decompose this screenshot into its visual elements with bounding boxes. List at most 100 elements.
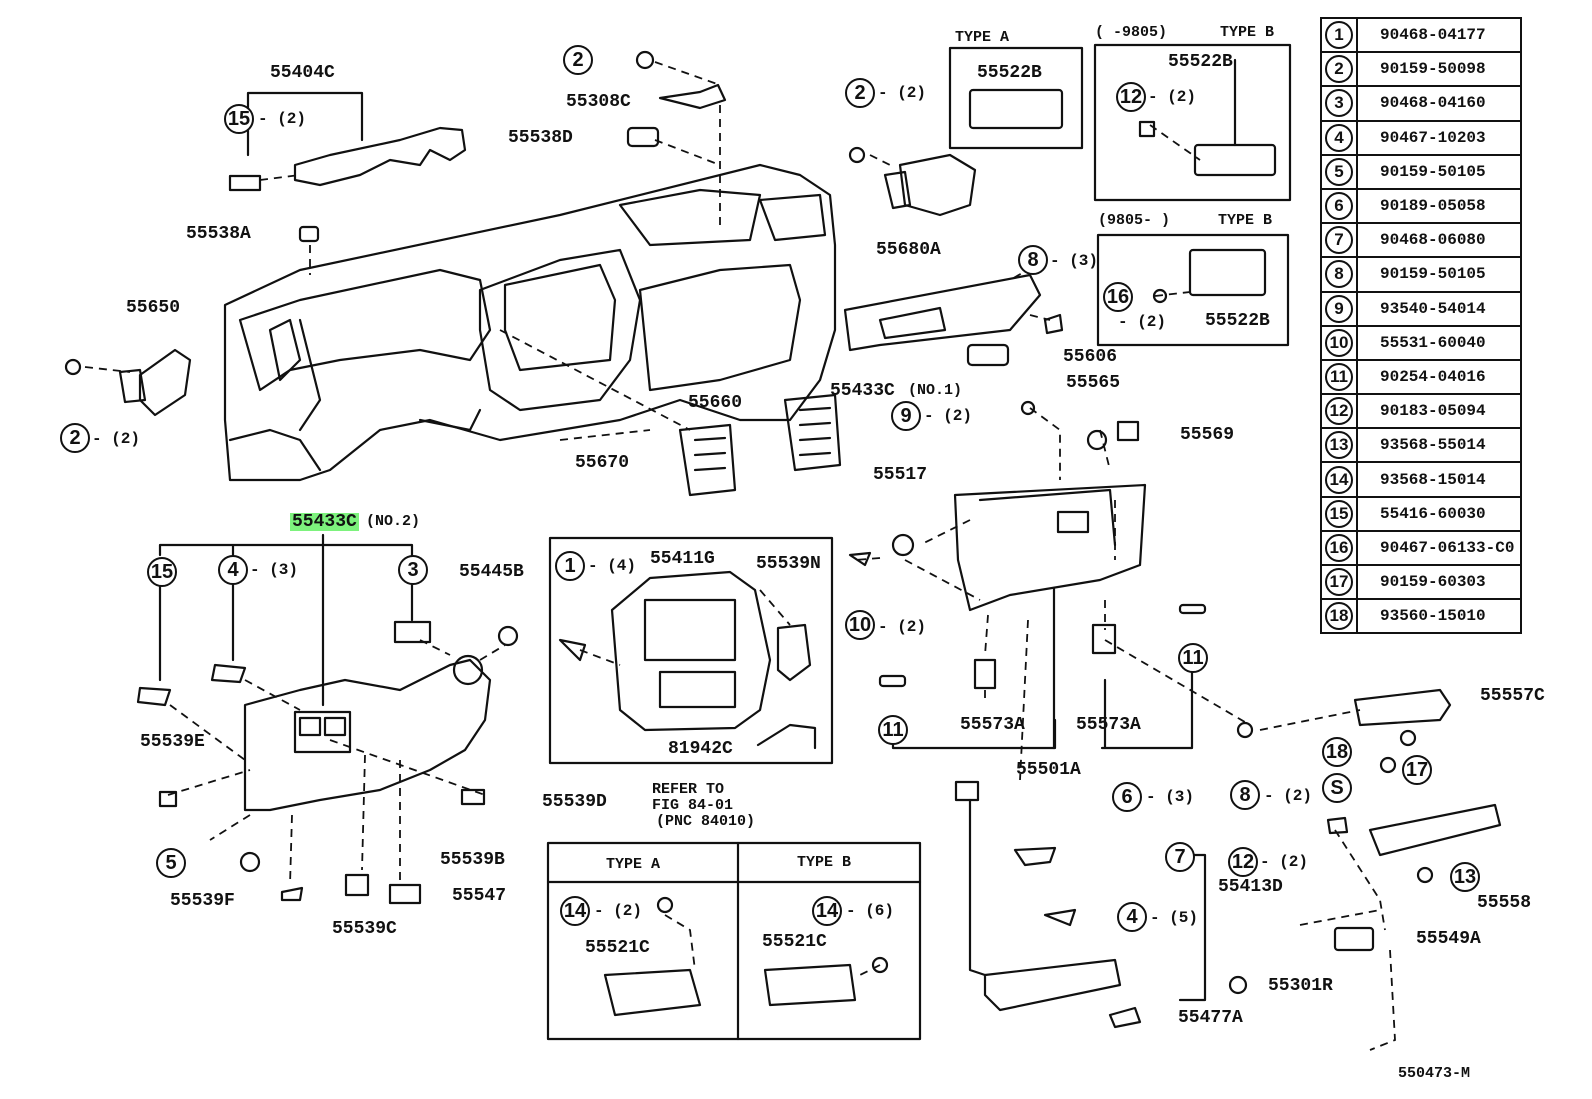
diagram-code: 550473-M xyxy=(1398,1065,1471,1082)
label-55404C: 55404C xyxy=(270,63,335,83)
parts-table-number-cell: 11 xyxy=(1320,358,1358,396)
parts-table-number: 2 xyxy=(1325,55,1353,84)
parts-table-part-number: 90468-04177 xyxy=(1356,16,1522,54)
parts-table-part-number: 90159-50105 xyxy=(1356,153,1522,190)
callout-s: S xyxy=(1322,773,1352,803)
instrument-panel-outline xyxy=(223,163,837,482)
label-55660: 55660 xyxy=(688,393,743,413)
callout-18: 18 xyxy=(1322,737,1352,767)
qty-16: - (2) xyxy=(1118,313,1167,331)
parts-table-number-cell: 1 xyxy=(1320,16,1358,54)
qty-9: - (2) xyxy=(924,407,973,425)
callout-5: 5 xyxy=(156,848,186,878)
qty-12-top: - (2) xyxy=(1148,88,1197,106)
parts-table-number: 13 xyxy=(1325,431,1353,460)
label-55517: 55517 xyxy=(873,465,928,485)
parts-table-number-cell: 6 xyxy=(1320,187,1358,225)
label-55549A: 55549A xyxy=(1416,929,1481,949)
qty-8-top: - (3) xyxy=(1050,252,1099,270)
parts-table-part-number: 55416-60030 xyxy=(1356,495,1522,532)
parts-table-part-number: 90468-04160 xyxy=(1356,85,1522,122)
callout-14-type-a: 14 xyxy=(560,896,590,926)
refer-note-line-3: (PNC 84010) xyxy=(656,813,756,830)
type-ab-pocket-box xyxy=(546,841,922,1041)
callout-12-lower: 12 xyxy=(1228,847,1258,877)
header-type-a-bottom: TYPE A xyxy=(606,856,661,873)
header-type-b-top: TYPE B xyxy=(1220,24,1275,41)
qty-4-lower: - (3) xyxy=(250,561,299,579)
parts-table-number: 9 xyxy=(1325,294,1353,323)
label-55521C-type-b: 55521C xyxy=(762,932,827,952)
parts-table-number: 6 xyxy=(1325,192,1353,221)
header-type-b-mid-range: (9805- ) xyxy=(1098,212,1171,229)
header-type-a-top: TYPE A xyxy=(955,29,1010,46)
callout-15-top: 15 xyxy=(224,104,254,134)
parts-table-part-number: 55531-60040 xyxy=(1356,324,1522,361)
label-55301R: 55301R xyxy=(1268,976,1333,996)
callout-15-lower: 15 xyxy=(147,557,177,587)
label-55606: 55606 xyxy=(1063,347,1118,367)
qty-12-lower: - (2) xyxy=(1260,853,1309,871)
label-55539D: 55539D xyxy=(542,792,607,812)
vent-55680A xyxy=(898,153,977,217)
parts-table-part-number: 93540-54014 xyxy=(1356,290,1522,327)
type-box-55411G xyxy=(548,536,834,765)
cover-55558 xyxy=(1368,803,1502,857)
label-55522B-type-a: 55522B xyxy=(977,63,1042,83)
callout-4-bottom: 4 xyxy=(1117,902,1147,932)
damper-55557C xyxy=(1353,688,1452,727)
parts-table-number: 18 xyxy=(1325,602,1353,631)
label-55670: 55670 xyxy=(575,453,630,473)
label-55557C: 55557C xyxy=(1480,686,1545,706)
qty-2-right: - (2) xyxy=(878,84,927,102)
parts-table-number-cell: 7 xyxy=(1320,222,1358,259)
parts-table-part-number: 90183-05094 xyxy=(1356,393,1522,430)
parts-table-number: 14 xyxy=(1325,465,1353,494)
callout-1: 1 xyxy=(555,551,585,581)
header-type-b-top-range: ( -9805) xyxy=(1095,24,1168,41)
label-no2: (NO.2) xyxy=(366,513,421,530)
label-55573A-left: 55573A xyxy=(960,715,1025,735)
parts-table-part-number: 93568-15014 xyxy=(1356,461,1522,498)
panel-55433C-no1 xyxy=(843,273,1042,352)
parts-table-number-cell: 16 xyxy=(1320,529,1358,567)
header-type-b-mid: TYPE B xyxy=(1218,212,1273,229)
callout-4-lower: 4 xyxy=(218,555,248,585)
vent-55660 xyxy=(783,393,842,472)
label-55539N: 55539N xyxy=(756,554,821,574)
refer-note-line-1: REFER TO xyxy=(652,781,725,798)
qty-2-left: - (2) xyxy=(92,430,141,448)
qty-8-lower: - (2) xyxy=(1264,787,1313,805)
callout-10: 10 xyxy=(845,610,875,640)
label-55539E: 55539E xyxy=(140,732,205,752)
callout-8-top: 8 xyxy=(1018,245,1048,275)
parts-table-part-number: 90467-06133-C0 xyxy=(1356,529,1522,567)
parts-table-number: 3 xyxy=(1325,89,1353,118)
parts-table-number: 15 xyxy=(1325,499,1353,528)
qty-10: - (2) xyxy=(878,618,927,636)
parts-table-part-number: 90159-60303 xyxy=(1356,563,1522,601)
parts-table-part-number: 90468-06080 xyxy=(1356,222,1522,259)
label-55539F: 55539F xyxy=(170,891,235,911)
qty-1: - (4) xyxy=(588,557,637,575)
label-55433C-no2: 55433C xyxy=(290,512,359,532)
label-55433C-no1: 55433C xyxy=(830,381,895,401)
parts-table-number: 7 xyxy=(1325,226,1353,255)
parts-table-number: 16 xyxy=(1325,533,1353,562)
label-55538D: 55538D xyxy=(508,128,573,148)
label-81942C: 81942C xyxy=(668,739,733,759)
parts-table-number: 11 xyxy=(1325,362,1353,391)
parts-table-part-number: 93560-15010 xyxy=(1356,598,1522,635)
parts-table-number: 1 xyxy=(1325,21,1353,50)
vent-55670 xyxy=(678,423,737,497)
callout-3: 3 xyxy=(398,555,428,585)
